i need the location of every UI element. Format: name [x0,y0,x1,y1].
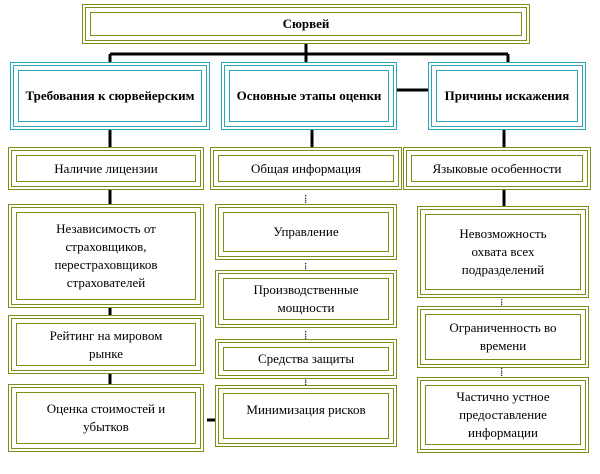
header-stages: Основные этапы оценки [221,62,397,130]
item-oral: Частично устное предоставление информаци… [417,377,589,453]
link-dots: ⁞ [304,192,308,206]
item-license: Наличие лицензии [8,147,204,190]
root-node: Сюрвей [82,4,530,44]
item-label: Общая информация [251,160,361,176]
item-time: Ограниченность во времени [417,306,589,368]
item-label: Невозможность охвата всех подразделений [459,226,547,277]
item-rating: Рейтинг на мировом рынке [8,315,204,374]
item-label: Языковые особенности [432,160,562,176]
header-label: Причины искажения [444,88,570,103]
item-label: Наличие лицензии [54,160,158,176]
header-label: Требования к сюрвейерским [25,88,195,103]
item-capacity: Производственные мощности [215,270,397,328]
link-dots: ⁞ [304,260,308,274]
item-language: Языковые особенности [403,147,591,190]
item-label: Рейтинг на мировом рынке [49,327,163,361]
item-label: Ограниченность во времени [449,320,557,353]
item-label: Независимость от страховщиков, перестрах… [54,221,158,290]
item-label: Управление [273,224,339,239]
link-dots: ⁞ [304,328,308,342]
item-independence: Независимость от страховщиков, перестрах… [8,204,204,308]
item-risk-minimization: Минимизация рисков [215,385,397,447]
root-label: Сюрвей [282,16,330,31]
item-label: Средства защиты [257,351,355,366]
item-label: Производственные мощности [253,282,359,315]
item-general-info: Общая информация [210,147,402,190]
item-label: Оценка стоимостей и убытков [46,401,166,434]
item-management: Управление [215,204,397,260]
header-distortion: Причины искажения [428,62,586,130]
link-dots: ⁞ [500,296,504,310]
item-valuation: Оценка стоимостей и убытков [8,384,204,452]
item-coverage: Невозможность охвата всех подразделений [417,206,589,298]
item-label: Частично устное предоставление информаци… [456,389,550,440]
link-dots: ⁞ [500,365,504,379]
header-requirements: Требования к сюрвейерским [10,62,210,130]
item-protection: Средства защиты [215,339,397,379]
header-label: Основные этапы оценки [236,88,382,103]
item-label: Минимизация рисков [246,402,366,417]
link-dots: ⁞ [304,374,308,388]
